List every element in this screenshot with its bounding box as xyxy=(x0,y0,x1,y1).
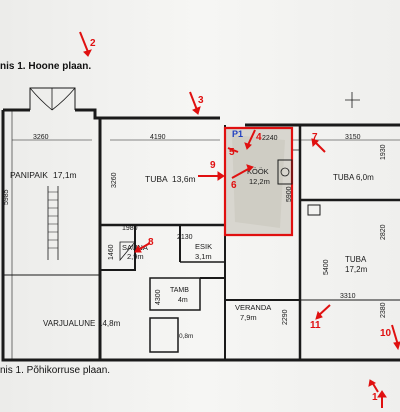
dimension-label: 3150 xyxy=(345,134,361,141)
marker-label: 6 xyxy=(231,180,237,191)
dimension-label: 1930 xyxy=(380,144,387,160)
room-name-esik: ESIK xyxy=(195,242,212,251)
marker-label: 2 xyxy=(90,38,96,49)
outer-walls xyxy=(1,87,400,362)
plan-title-bottom: nis 1. Põhikorruse plaan. xyxy=(0,365,111,376)
room-area-esik: 3,1m xyxy=(195,252,212,261)
north-arrow-icon xyxy=(345,92,360,108)
room-area-tuba-3: 17,2m xyxy=(345,265,368,274)
room-name-varjualune: VARJUALUNE xyxy=(43,319,95,328)
room-name-tuba-1: TUBA xyxy=(145,174,168,184)
plan-title-top: nis 1. Hoone plaan. xyxy=(0,61,92,72)
room-area-kook: 12,2m xyxy=(249,177,270,186)
room-name-veranda: VERANDA xyxy=(235,303,271,312)
dimension-label: 4300 xyxy=(155,289,162,305)
room-name-tuba-2: TUBA xyxy=(333,173,355,182)
room-name-sauna: SAUNA xyxy=(122,243,148,252)
marker-label: 7 xyxy=(312,132,318,143)
dimension-label: 2240 xyxy=(262,135,278,142)
dimension-label: 5400 xyxy=(323,259,330,275)
room-name-tuba-3: TUBA xyxy=(345,255,367,264)
kitchen-highlight xyxy=(223,126,294,237)
dimension-label: 2380 xyxy=(380,302,387,318)
room-area-sauna: 2,9m xyxy=(127,252,144,261)
annotation-arrows xyxy=(79,31,400,408)
room-area-veranda: 7,9m xyxy=(240,313,257,322)
marker-label: 4 xyxy=(256,132,262,143)
room-area-tuba-2: 6,0m xyxy=(356,173,374,182)
dimension-label: 1980 xyxy=(122,225,138,232)
marker-label: 9 xyxy=(210,160,216,171)
marker-label: 10 xyxy=(380,328,392,339)
marker-label: P1 xyxy=(232,129,243,139)
marker-label: 1 xyxy=(372,392,378,403)
room-area-panipaik: 17,1m xyxy=(53,170,77,180)
marker-label: 11 xyxy=(310,320,321,331)
dimension-label: 2130 xyxy=(177,234,193,241)
dimension-label: 5985 xyxy=(3,189,10,205)
room-name-panipaik: PANIPAIK xyxy=(10,170,48,180)
dimension-label: 3310 xyxy=(340,293,356,300)
dimension-label: 2820 xyxy=(380,224,387,240)
dimension-label: 3260 xyxy=(33,134,49,141)
room-area-varjualune: 14,8m xyxy=(98,319,121,328)
room-name-tamb: TAMB xyxy=(170,287,189,294)
marker-label: 5 xyxy=(229,147,235,158)
marker-label: 3 xyxy=(198,95,204,106)
dimension-label: 2290 xyxy=(282,309,289,325)
dimension-label: 5900 xyxy=(286,186,293,202)
room-area-tamb: 4m xyxy=(178,297,188,304)
dimension-label: 4190 xyxy=(150,134,166,141)
dimension-label: 1460 xyxy=(108,244,115,260)
dimension-label: 3260 xyxy=(111,172,118,188)
room-area-tuba-1: 13,6m xyxy=(172,174,196,184)
room-name-kook: KÖÖK xyxy=(247,167,269,176)
marker-label: 8 xyxy=(148,237,154,248)
room-area-wc: 0,8m xyxy=(179,333,193,340)
